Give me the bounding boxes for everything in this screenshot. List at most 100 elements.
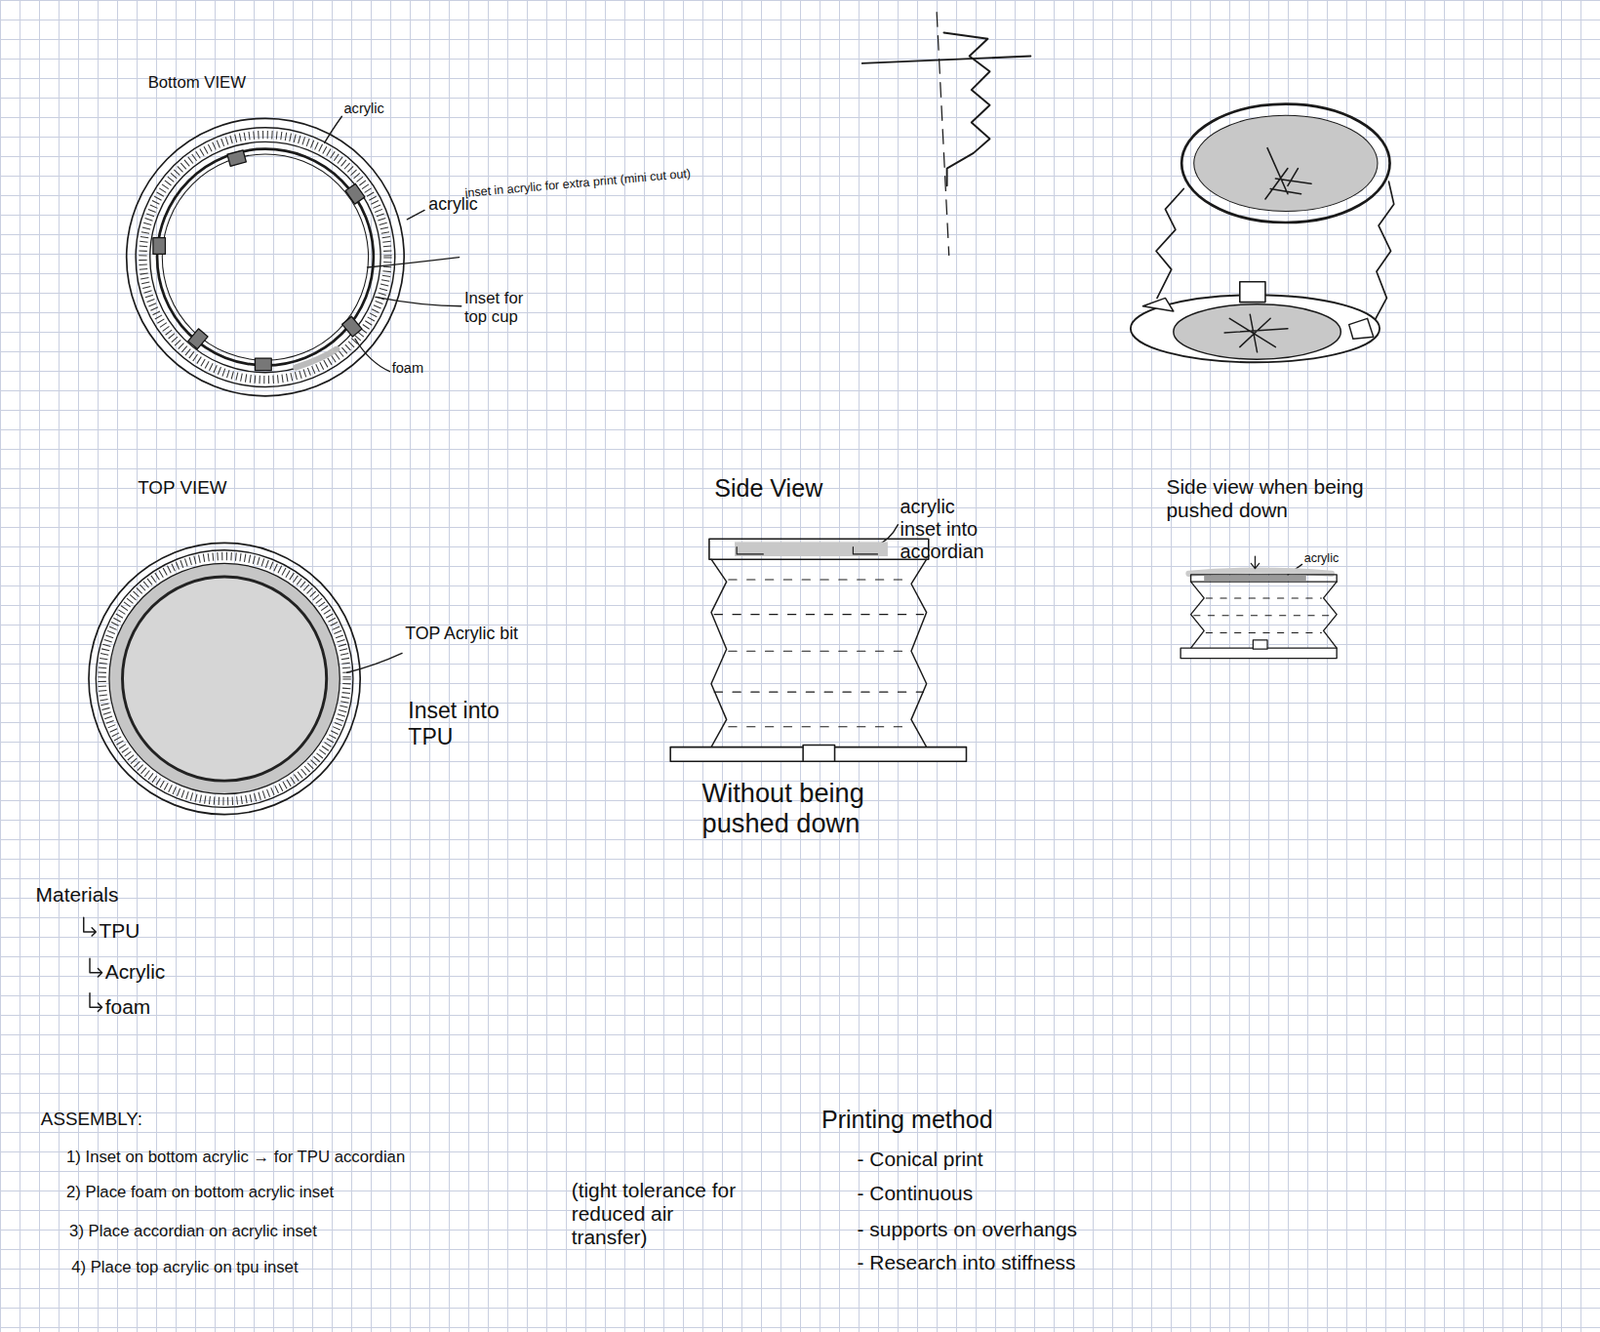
list-item: - Research into stiffness <box>857 1250 1077 1275</box>
side-view-pushed <box>1252 640 1268 649</box>
perspective-sketch <box>1181 104 1390 223</box>
perspective-sketch <box>1130 294 1380 362</box>
side-view-pushed <box>1188 570 1331 574</box>
list-arrows <box>83 917 97 936</box>
top-view-rings <box>122 576 327 781</box>
side-view-accordion <box>709 538 929 560</box>
spring-sketch <box>862 12 1032 256</box>
perspective-sketch <box>1156 188 1184 298</box>
spring-sketch <box>862 56 1032 64</box>
view-title: Bottom VIEW <box>148 73 246 92</box>
perspective-sketch <box>1265 148 1312 200</box>
view-title: Side View <box>714 474 823 503</box>
part-label: acrylic <box>343 100 384 118</box>
note: Inset into TPU <box>407 697 546 750</box>
view-title: Side view when being pushed down <box>1165 475 1416 522</box>
leader-lines <box>375 296 462 306</box>
list-item: Acrylic <box>105 960 166 984</box>
foam-blocks <box>188 328 208 350</box>
part-label: acrylic <box>1304 551 1340 565</box>
leader-lines <box>406 209 425 219</box>
side-view-accordion <box>852 547 878 555</box>
bottom-view-rings <box>157 149 374 366</box>
perspective-sketch <box>1194 115 1378 211</box>
foam-blocks <box>153 238 166 255</box>
foam-blocks <box>254 358 272 371</box>
foam-blocks <box>345 183 365 204</box>
assembly-step: 1) Inset on bottom acrylic → for TPU acc… <box>66 1147 405 1166</box>
view-title: TOP VIEW <box>137 477 227 499</box>
top-view-rings <box>109 562 340 794</box>
leader-lines <box>324 116 343 143</box>
bottom-view-rings <box>135 127 396 388</box>
foam-blocks <box>342 316 362 337</box>
list-item: foam <box>105 995 151 1019</box>
side-view-pushed <box>1205 632 1321 634</box>
list-arrows <box>89 993 103 1012</box>
view-caption: Without being pushed down <box>702 777 943 840</box>
perspective-sketch <box>1173 304 1342 360</box>
perspective-sketch <box>1240 281 1266 303</box>
foam-blocks <box>227 150 246 166</box>
foam-blocks <box>153 150 365 371</box>
bottom-view-rings <box>295 349 337 368</box>
side-view-accordion <box>728 725 909 727</box>
section-heading: Printing method <box>821 1105 994 1134</box>
section-heading: ASSEMBLY: <box>40 1108 143 1130</box>
part-label: TOP Acrylic bit <box>404 623 522 643</box>
list-item: - Conical print <box>857 1147 984 1171</box>
side-view-accordion <box>734 541 888 557</box>
side-view-pushed <box>1180 556 1337 659</box>
side-view-pushed <box>1250 556 1259 569</box>
top-view-rings <box>102 556 348 801</box>
assembly-step: 3) Place accordian on acrylic inset <box>69 1221 318 1240</box>
leader-lines <box>324 116 1303 673</box>
perspective-sketch <box>1349 318 1374 339</box>
side-view-accordion <box>714 691 923 693</box>
list-item: TPU <box>98 919 140 943</box>
spring-sketch <box>936 12 950 256</box>
side-view-accordion <box>911 559 927 747</box>
bottom-view-rings <box>142 134 388 380</box>
list-item: - Continuous <box>857 1181 974 1205</box>
list-heading: Materials <box>36 882 120 907</box>
assembly-step: 4) Place top acrylic on tpu inset <box>71 1257 298 1277</box>
perspective-sketch <box>1142 297 1173 312</box>
bottom-view-rings <box>126 118 404 396</box>
side-view-accordion <box>714 613 923 615</box>
side-view-pushed <box>1194 614 1333 616</box>
side-view-accordion <box>728 579 909 581</box>
bottom-view-rings <box>126 118 404 396</box>
side-view-accordion <box>728 650 909 652</box>
perspective-sketch <box>1224 314 1288 353</box>
side-view-pushed <box>1205 597 1321 599</box>
side-view-pushed <box>1191 574 1338 582</box>
spring-sketch <box>943 32 990 186</box>
bottom-view-rings <box>161 154 368 360</box>
perspective-sketch <box>1372 181 1395 324</box>
note: (tight tolerance for reduced air transfe… <box>571 1178 751 1249</box>
perspective-sketch <box>1130 104 1395 363</box>
side-view-accordion <box>711 559 727 747</box>
top-view-rings <box>95 550 354 808</box>
part-label: Inset for top cup <box>464 288 538 326</box>
leader-lines <box>355 338 391 371</box>
assembly-step: 2) Place foam on bottom acrylic inset <box>66 1182 334 1201</box>
leader-lines <box>347 652 402 673</box>
leader-lines <box>367 257 460 268</box>
note: inset in acrylic for extra print (mini c… <box>464 164 716 201</box>
top-view-rings <box>88 542 360 814</box>
side-view-pushed <box>1194 598 1333 634</box>
side-view-pushed <box>1203 575 1307 581</box>
side-view-accordion <box>714 579 923 727</box>
list-arrows <box>89 958 103 977</box>
side-view-accordion <box>802 745 835 762</box>
list-item: - supports on overhangs <box>857 1217 1078 1241</box>
top-view-rings <box>88 542 360 814</box>
side-view-accordion <box>670 538 966 761</box>
side-view-accordion <box>736 547 763 555</box>
bottom-view-rings <box>150 141 381 372</box>
part-label: foam <box>392 360 425 377</box>
part-label: acrylic inset into accordian <box>900 495 985 563</box>
